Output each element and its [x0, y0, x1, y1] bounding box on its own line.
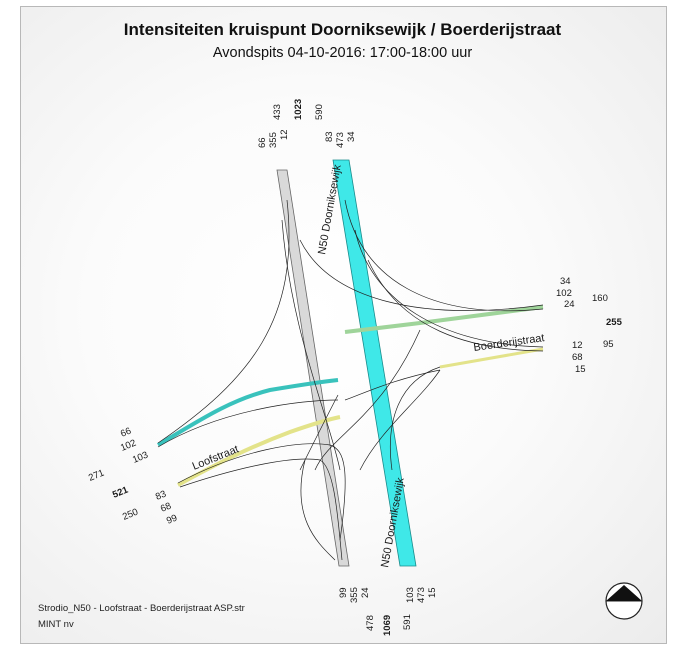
count-west-in-total: 250 [121, 507, 140, 523]
count-south-out-3: 24 [360, 587, 371, 598]
count-west-in-2: 68 [159, 501, 173, 515]
loofstraat-out-band [156, 378, 339, 447]
n50-northbound-band [332, 159, 417, 567]
count-west-in-3: 99 [165, 513, 179, 527]
count-north-cross-total: 1023 [293, 99, 304, 120]
turning-movement-lines [157, 199, 544, 561]
north-arm-counts: 66 355 12 433 1023 590 83 473 34 [257, 99, 357, 148]
count-east-in-total: 95 [603, 339, 614, 350]
count-east-out-total: 160 [592, 293, 608, 304]
count-north-out-3: 34 [346, 131, 357, 142]
count-south-cross-total: 1069 [382, 615, 393, 636]
count-north-out-2: 473 [335, 132, 346, 148]
count-south-out-total: 478 [365, 615, 376, 631]
count-west-out-3: 103 [131, 450, 150, 466]
count-east-in-1: 12 [572, 340, 583, 351]
count-south-out-1: 99 [338, 587, 349, 598]
count-south-in-2: 473 [416, 587, 427, 603]
loofstraat-in-band [177, 415, 341, 487]
north-arrow-icon [605, 582, 643, 620]
count-east-in-2: 68 [572, 352, 583, 363]
count-west-out-2: 102 [119, 438, 138, 454]
count-north-out-total: 590 [314, 104, 325, 120]
boerderijstraat-out-band [344, 305, 544, 334]
street-label-n50-north: N50 Doorniksewijk [316, 163, 344, 255]
count-south-in-1: 103 [405, 587, 416, 603]
count-north-in-left: 66 [257, 137, 268, 148]
count-west-out-total: 271 [87, 468, 106, 484]
east-arm-counts: 34 102 24 160 255 95 12 68 15 [556, 276, 623, 375]
boerderijstraat-in-band [439, 347, 544, 369]
count-south-out-2: 355 [349, 587, 360, 603]
footer-filename: Strodio_N50 - Loofstraat - Boerderijstra… [38, 603, 245, 614]
count-east-cross-total: 255 [606, 317, 623, 328]
south-arm-counts: 99 355 24 478 1069 591 103 473 15 [338, 587, 438, 636]
count-north-in-total: 433 [272, 104, 283, 120]
diagram-title: Intensiteiten kruispunt Doorniksewijk / … [123, 20, 562, 39]
count-east-out-1: 34 [560, 276, 571, 287]
count-north-in-right: 12 [279, 129, 290, 140]
footer-company: MINT nv [38, 619, 74, 630]
count-south-in-3: 15 [427, 587, 438, 598]
count-east-in-3: 15 [575, 364, 586, 375]
n50-southbound-band [276, 169, 350, 567]
count-west-in-1: 83 [154, 489, 168, 503]
count-south-in-total: 591 [402, 614, 413, 630]
count-east-out-2: 102 [556, 288, 572, 299]
count-north-in-through: 355 [268, 132, 279, 148]
count-north-out-1: 83 [324, 131, 335, 142]
diagram-subtitle: Avondspits 04-10-2016: 17:00-18:00 uur [212, 45, 473, 61]
count-east-out-3: 24 [564, 299, 575, 310]
count-west-out-1: 66 [119, 426, 133, 440]
count-west-cross-total: 521 [111, 484, 130, 500]
